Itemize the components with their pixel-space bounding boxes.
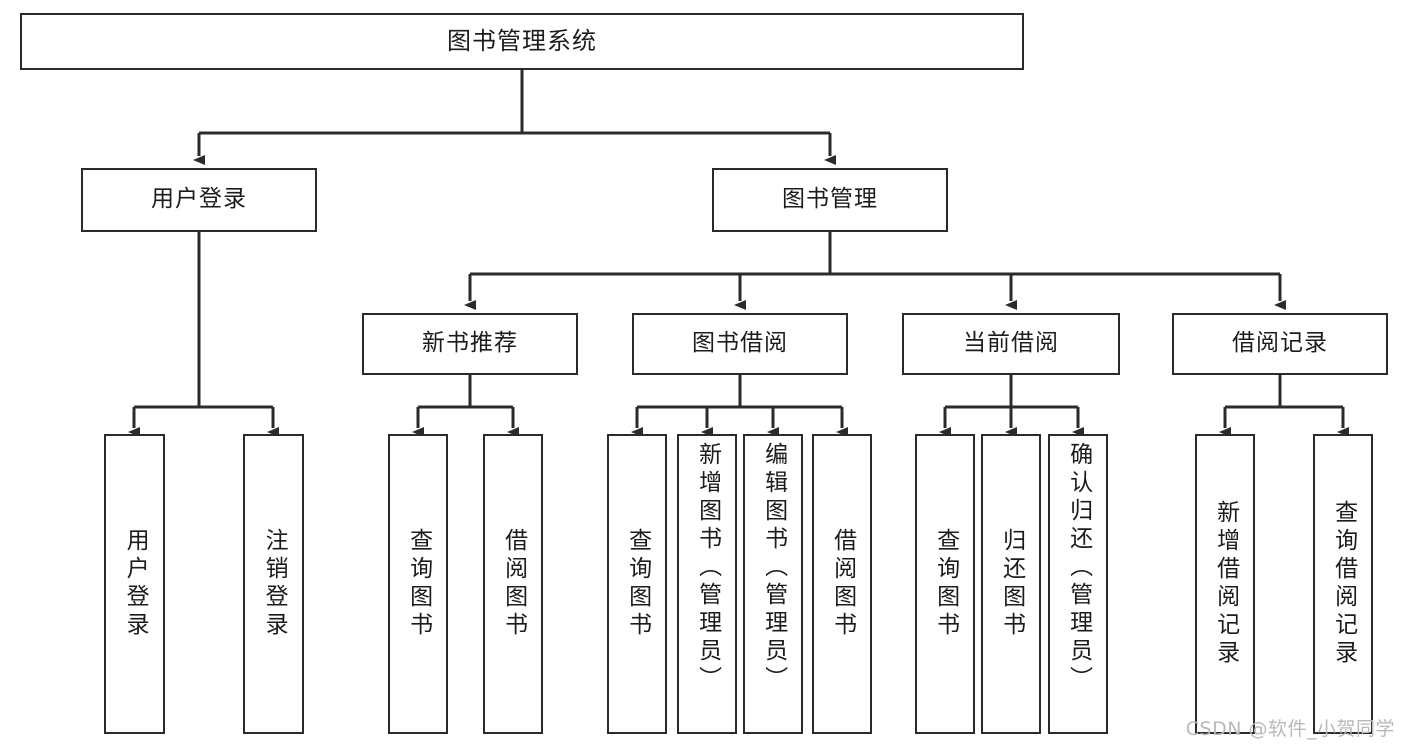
node-leaf-query-book-2[interactable]: 查询图书 — [607, 434, 667, 734]
node-leaf-confirm-return[interactable]: 确认归还（管理员） — [1048, 434, 1108, 734]
node-new-book-rec[interactable]: 新书推荐 — [362, 313, 578, 375]
node-current-borrow[interactable]: 当前借阅 — [902, 313, 1120, 375]
node-leaf-borrow-book-2[interactable]: 借阅图书 — [812, 434, 872, 734]
node-label: 查询图书 — [405, 528, 432, 640]
node-user-login[interactable]: 用户登录 — [81, 168, 317, 232]
node-label: 新增借阅记录 — [1212, 500, 1239, 668]
node-label: 用户登录 — [122, 528, 149, 640]
node-leaf-borrow-book-1[interactable]: 借阅图书 — [483, 434, 543, 734]
node-root-system[interactable]: 图书管理系统 — [20, 13, 1024, 70]
node-label: 确认归还（管理员） — [1065, 442, 1092, 694]
node-label: 借阅图书 — [500, 528, 527, 640]
csdn-watermark: CSDN @软件_小贺同学 — [1185, 718, 1395, 740]
node-label: 当前借阅 — [963, 330, 1059, 357]
node-label: 图书管理 — [782, 186, 878, 213]
node-label: 查询图书 — [932, 528, 959, 640]
node-label: 新书推荐 — [422, 330, 518, 357]
node-leaf-add-book[interactable]: 新增图书（管理员） — [677, 434, 737, 734]
node-label: 用户登录 — [151, 186, 247, 213]
node-leaf-edit-book[interactable]: 编辑图书（管理员） — [743, 434, 803, 734]
node-label: 注销登录 — [261, 528, 288, 640]
node-leaf-return-book[interactable]: 归还图书 — [981, 434, 1041, 734]
node-leaf-query-book-3[interactable]: 查询图书 — [915, 434, 975, 734]
node-label: 查询图书 — [624, 528, 651, 640]
node-label: 图书管理系统 — [447, 27, 597, 56]
node-book-manage[interactable]: 图书管理 — [712, 168, 948, 232]
node-leaf-user-logout[interactable]: 注销登录 — [243, 434, 304, 734]
node-label: 新增图书（管理员） — [694, 442, 721, 694]
node-label: 借阅记录 — [1232, 330, 1328, 357]
node-label: 借阅图书 — [829, 528, 856, 640]
node-leaf-query-record[interactable]: 查询借阅记录 — [1313, 434, 1373, 734]
node-label: 图书借阅 — [692, 330, 788, 357]
node-label: 归还图书 — [998, 528, 1025, 640]
node-leaf-user-login[interactable]: 用户登录 — [104, 434, 165, 734]
node-book-borrow[interactable]: 图书借阅 — [632, 313, 848, 375]
node-label: 查询借阅记录 — [1330, 500, 1357, 668]
node-borrow-record[interactable]: 借阅记录 — [1172, 313, 1388, 375]
node-leaf-add-record[interactable]: 新增借阅记录 — [1195, 434, 1255, 734]
node-leaf-query-book-1[interactable]: 查询图书 — [388, 434, 448, 734]
node-label: 编辑图书（管理员） — [760, 442, 787, 694]
